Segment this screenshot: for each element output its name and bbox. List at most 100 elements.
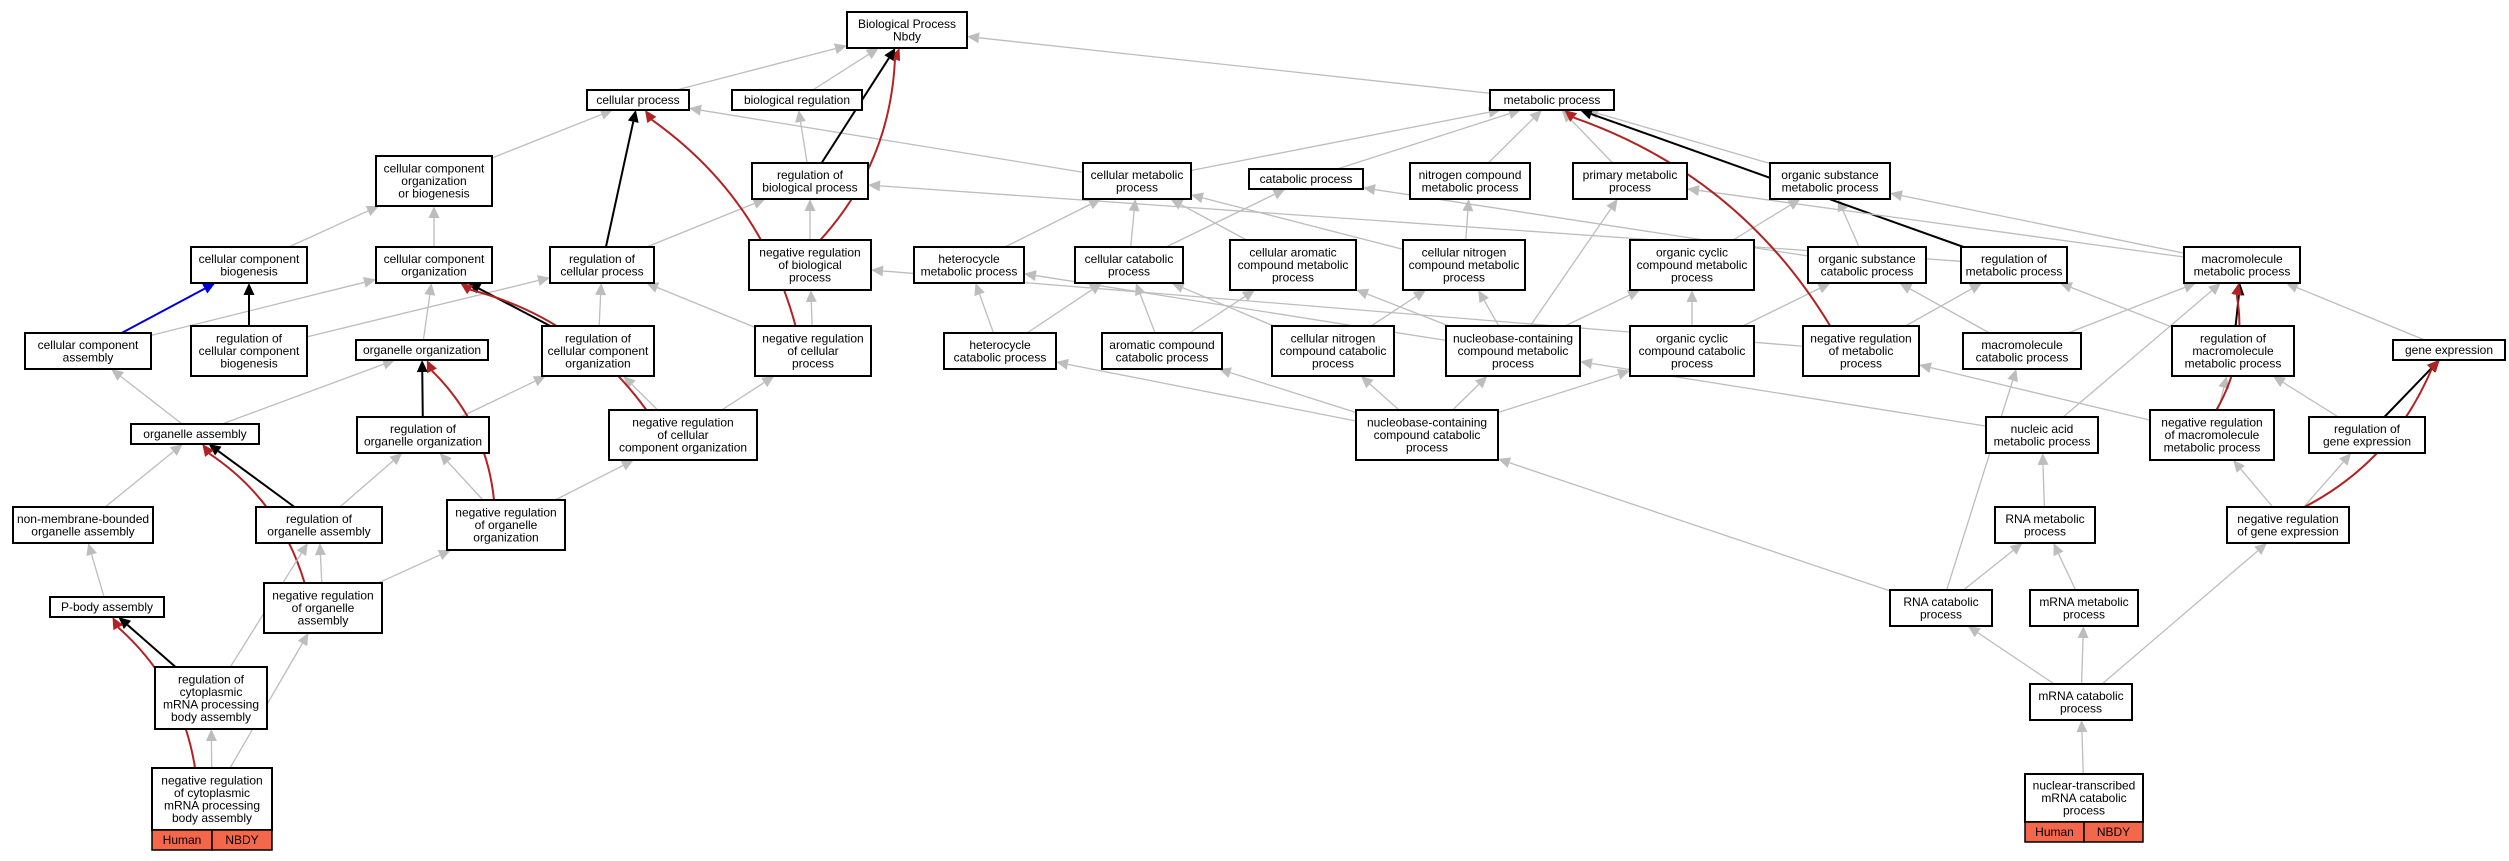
go-term-label-line: biological process — [762, 180, 857, 194]
go-term-label-line: organic cyclic — [1656, 246, 1728, 260]
go-term-label-line: organic substance — [1818, 252, 1916, 266]
go-term-oa[interactable]: organelle assembly — [130, 423, 260, 445]
edge-arrowhead — [1498, 457, 1512, 468]
edge-nroa-to-roa — [314, 543, 326, 584]
go-term-label-line: nitrogen compound — [1419, 168, 1522, 182]
go-term-label-line: aromatic compound — [1109, 338, 1214, 352]
tag-cell — [2083, 821, 2144, 843]
go-term-label-line: cellular component — [384, 252, 485, 266]
edge-line — [1189, 296, 1246, 334]
go-term-box — [754, 325, 872, 377]
go-term-label-line: process — [1609, 180, 1651, 194]
edge-namp-to-mmp — [2062, 283, 2221, 418]
go-term-label-line: catabolic process — [1116, 350, 1209, 364]
go-term-label-line: organization — [473, 531, 538, 545]
go-term-box — [549, 246, 655, 284]
go-term-cp[interactable]: cellular process — [586, 89, 690, 111]
edge-arrowhead — [1899, 283, 1913, 294]
go-term-label-line: process — [789, 271, 831, 285]
go-term-ge[interactable]: gene expression — [2392, 339, 2506, 361]
edge-cnmp-to-cmp — [1191, 192, 1404, 250]
edge-cncp-to-cnmp — [1370, 290, 1426, 327]
go-term-label-line: non-membrane-bounded — [17, 512, 149, 526]
go-term-label-line: regulation of — [1981, 252, 2048, 266]
go-term-catp[interactable]: catabolic process — [1248, 168, 1364, 190]
edge-mrnacp-to-nrge — [2101, 543, 2267, 685]
edge-nrmp-to-rmp — [1905, 283, 1982, 327]
edge-line — [319, 554, 323, 584]
go-term-label-line: negative regulation — [759, 246, 860, 260]
go-term-oo[interactable]: organelle organization — [355, 339, 489, 361]
edge-arrowhead — [1580, 358, 1593, 369]
edge-acp-to-camp — [1189, 290, 1255, 334]
go-term-breg[interactable]: biological regulation — [731, 89, 863, 111]
edge-line — [1336, 113, 1510, 170]
go-term-mp[interactable]: metabolic process — [1489, 89, 1615, 111]
edge-hcp-to-ccatp — [1026, 283, 1102, 334]
go-term-pba[interactable]: P-body assembly — [49, 596, 165, 618]
go-term-label-line: of organelle — [475, 518, 538, 532]
go-term-box — [2183, 246, 2301, 284]
edge-ccatp-to-cmp — [1128, 199, 1140, 248]
edge-mmp-to-osmp — [1890, 190, 2185, 254]
edge-arrowhead — [761, 376, 775, 388]
go-term-label-line: compound metabolic — [1409, 258, 1520, 272]
go-term-box — [731, 89, 863, 111]
edge-line — [1963, 549, 2014, 591]
go-term-box — [154, 666, 268, 730]
edge-line — [1452, 383, 1480, 411]
go-term-label-line: regulation of — [2334, 422, 2401, 436]
go-term-label-line: process — [1116, 180, 1158, 194]
